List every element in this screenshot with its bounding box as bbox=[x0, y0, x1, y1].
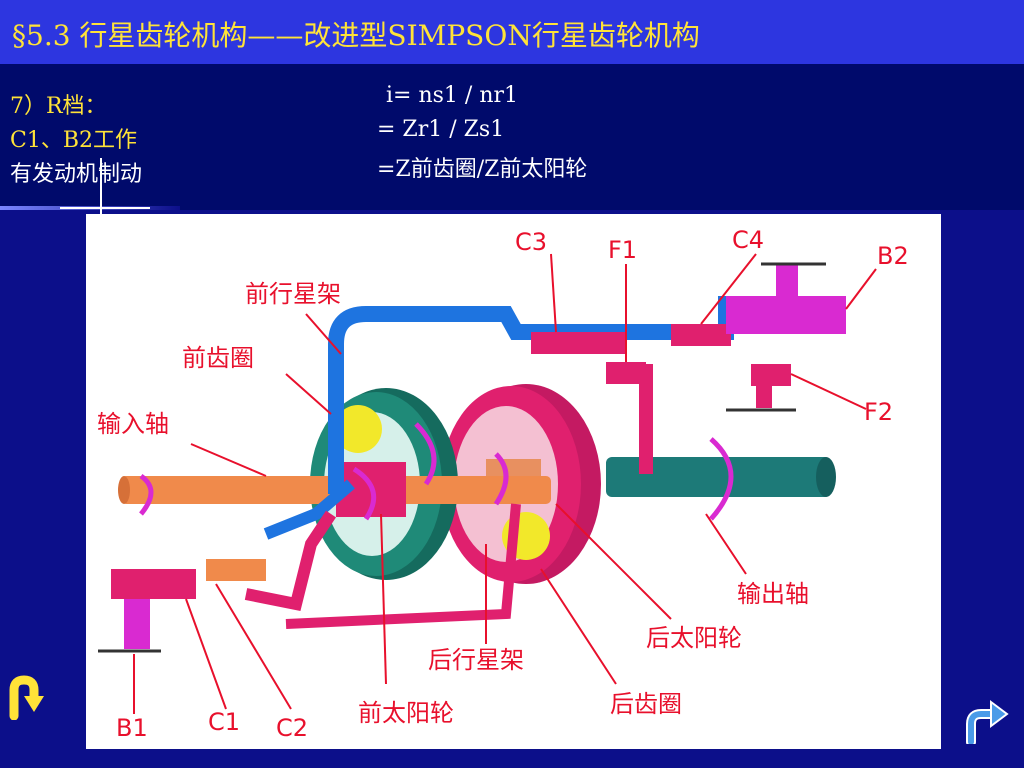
title-bar: §5.3 行星齿轮机构——改进型SIMPSON行星齿轮机构 bbox=[0, 0, 1024, 64]
decor-cross-horizontal bbox=[60, 207, 150, 209]
label-c2: C2 bbox=[276, 714, 309, 742]
planetary-gear-diagram: 前行星架 前齿圈 输入轴 C3 F1 C4 B2 F2 输出轴 后太阳轮 后行星… bbox=[86, 214, 941, 749]
rotation-arrow-front bbox=[414, 422, 437, 486]
label-rear-sun: 后太阳轮 bbox=[646, 624, 742, 652]
blue-link bbox=[263, 479, 355, 540]
label-c1: C1 bbox=[208, 708, 241, 736]
clutch-c1-shape bbox=[206, 559, 266, 581]
info-panel bbox=[0, 64, 1024, 210]
label-b2: B2 bbox=[877, 242, 909, 270]
back-arrow-icon bbox=[9, 675, 44, 721]
one-way-f1-shape bbox=[606, 362, 646, 384]
label-rear-ring: 后齿圈 bbox=[610, 690, 682, 718]
label-front-ring: 前齿圈 bbox=[182, 344, 254, 372]
brake-b1-shape bbox=[111, 569, 196, 599]
slide-title: §5.3 行星齿轮机构——改进型SIMPSON行星齿轮机构 bbox=[12, 19, 700, 52]
label-output-shaft: 输出轴 bbox=[737, 580, 809, 608]
clutch-c4-shape bbox=[671, 324, 731, 346]
engine-brake-note: 有发动机制动 bbox=[10, 162, 143, 187]
working-elements: C1、B2工作 bbox=[10, 128, 137, 153]
pink-link-c1 bbox=[244, 510, 336, 612]
rotation-arrow-output bbox=[709, 437, 734, 521]
rotation-arrow-input bbox=[139, 473, 154, 516]
clutch-c3-shape bbox=[531, 332, 626, 354]
ratio-formula-line2: = Zr1 / Zs1 bbox=[377, 117, 505, 142]
label-front-sun: 前太阳轮 bbox=[358, 699, 454, 727]
one-way-f2-shape bbox=[751, 364, 791, 386]
decor-cross-vertical bbox=[100, 158, 102, 222]
output-shaft-shape bbox=[606, 457, 836, 497]
back-nav-button[interactable] bbox=[0, 672, 48, 721]
label-f1: F1 bbox=[608, 236, 638, 264]
ratio-formula-line3: =Z前齿圈/Z前太阳轮 bbox=[377, 157, 588, 182]
pink-link-c2 bbox=[285, 503, 521, 629]
label-c3: C3 bbox=[515, 228, 548, 256]
label-c4: C4 bbox=[732, 226, 765, 254]
rotation-arrow-rear bbox=[493, 452, 509, 506]
label-rear-carrier: 后行星架 bbox=[428, 646, 524, 674]
forward-nav-button[interactable] bbox=[961, 696, 1009, 747]
rotation-arrow-sun bbox=[352, 466, 377, 521]
ratio-formula-line1: i= ns1 / nr1 bbox=[386, 83, 518, 108]
label-b1: B1 bbox=[116, 714, 148, 742]
label-front-carrier: 前行星架 bbox=[245, 280, 341, 308]
diagram-drawing bbox=[98, 253, 877, 714]
leader-lines bbox=[133, 253, 877, 714]
label-f2: F2 bbox=[864, 398, 894, 426]
forward-arrow-icon bbox=[966, 700, 1009, 747]
label-input-shaft: 输入轴 bbox=[97, 410, 169, 438]
gear-label: 7）R档： bbox=[10, 94, 107, 119]
front-planet-shape bbox=[334, 405, 382, 453]
